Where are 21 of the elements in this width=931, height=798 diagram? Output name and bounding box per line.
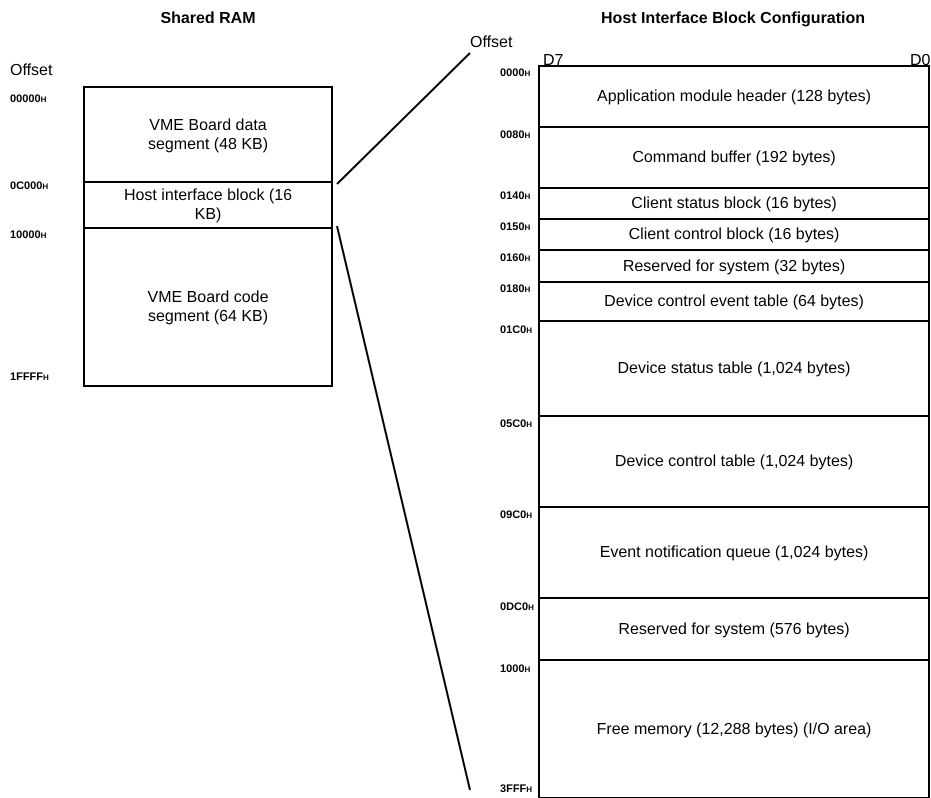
- column-heading: Offset: [470, 34, 512, 52]
- memory-segment: Reserved for system (32 bytes): [538, 249, 930, 283]
- memory-segment: Client status block (16 bytes): [538, 187, 930, 220]
- memory-segment: Reserved for system (576 bytes): [538, 597, 930, 661]
- memory-segment: Device control event table (64 bytes): [538, 281, 930, 322]
- memory-segment: Client control block (16 bytes): [538, 218, 930, 251]
- column-heading: Offset: [10, 62, 52, 80]
- zoom-line: [336, 226, 471, 790]
- memory-map-title: Shared RAM: [159, 10, 257, 28]
- zoom-line: [336, 52, 471, 185]
- memory-segment: Free memory (12,288 bytes) (I/O area): [538, 659, 930, 798]
- memory-segment: Command buffer (192 bytes): [538, 126, 930, 189]
- memory-map: [83, 10, 333, 385]
- memory-segment: Application module header (128 bytes): [538, 65, 930, 128]
- memory-segment: VME Board code segment (64 KB): [83, 227, 333, 387]
- memory-segment: Device status table (1,024 bytes): [538, 320, 930, 417]
- memory-segment: Host interface block (16 KB): [83, 181, 333, 229]
- memory-segment: Event notification queue (1,024 bytes): [538, 506, 930, 599]
- memory-map-title: Host Interface Block Configuration: [600, 10, 866, 28]
- memory-segment: Device control table (1,024 bytes): [538, 415, 930, 508]
- memory-segment: VME Board data segment (48 KB): [83, 86, 333, 183]
